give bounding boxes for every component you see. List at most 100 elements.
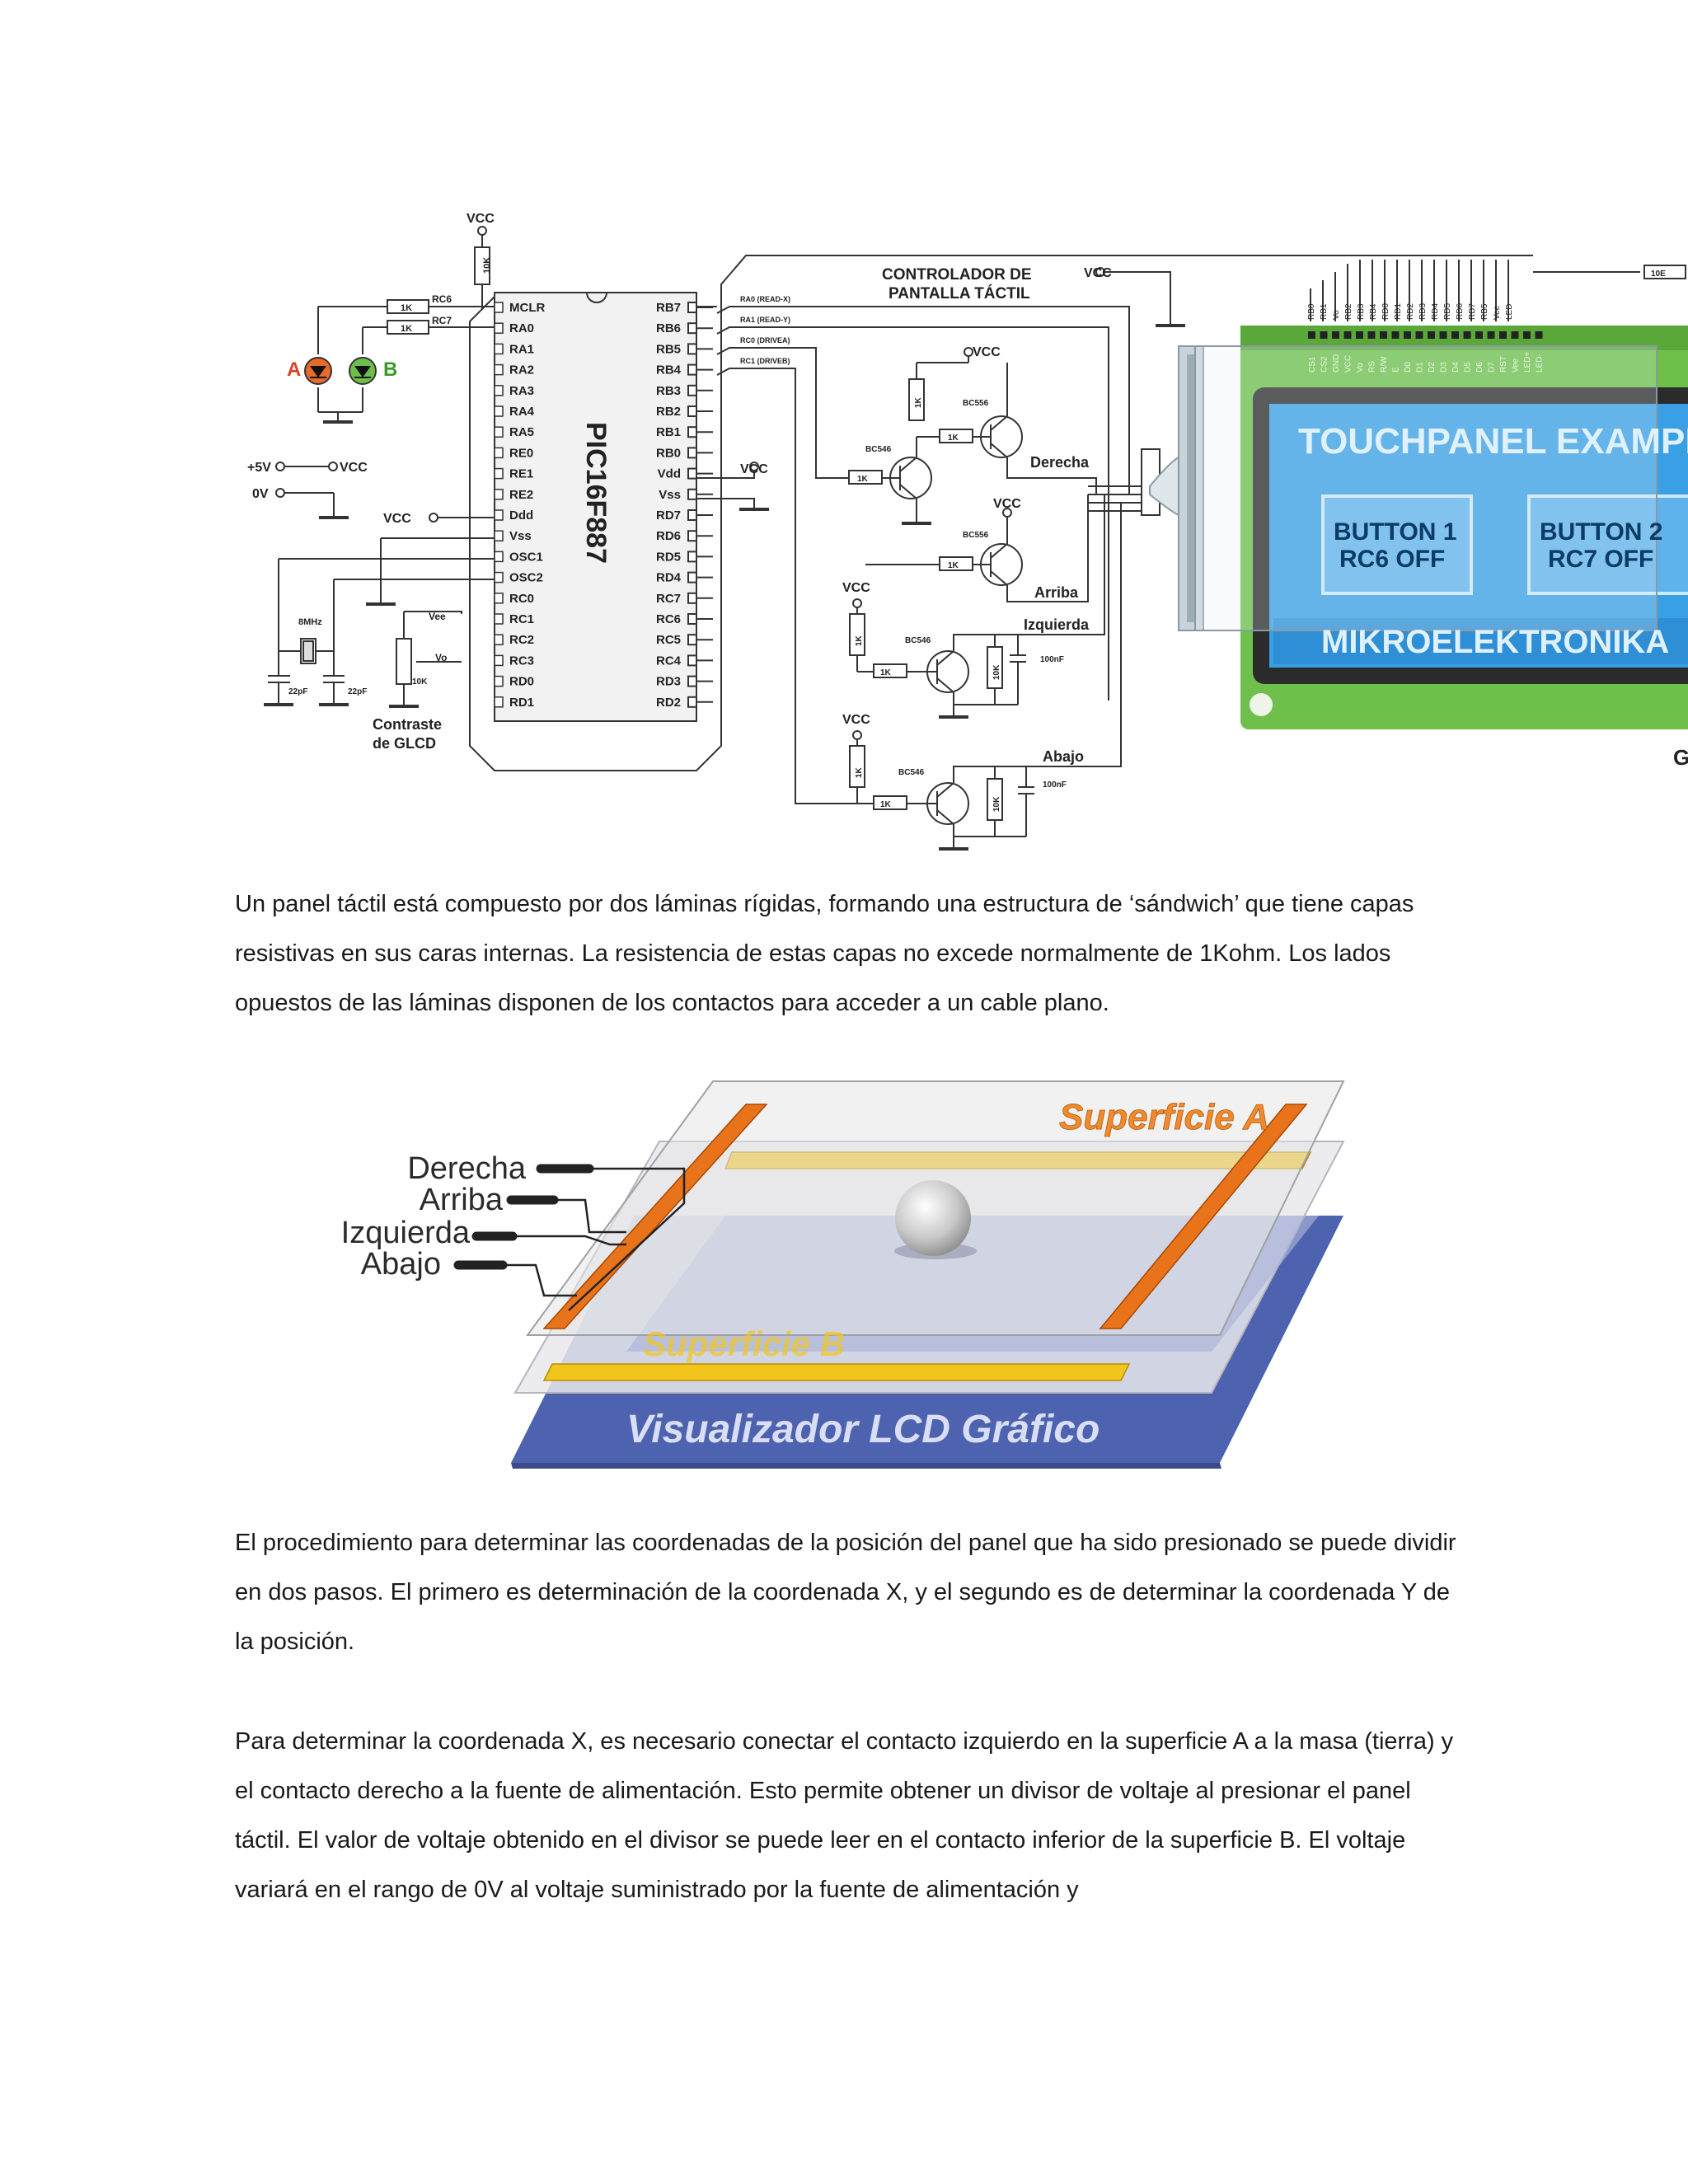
mcu-left-pin-label: RC3 (509, 654, 534, 668)
port-pin-label: RB1 (1320, 303, 1329, 320)
signal-ra1: RA1 (READ-Y) (740, 316, 790, 324)
glcd-pin-label: D3 (1440, 362, 1449, 373)
glcd-pin-label: GND (1332, 354, 1341, 373)
mcu-left-pin-label: RC0 (509, 592, 534, 606)
glcd-header-pin (1451, 331, 1459, 339)
res-q4-10k: 10K (992, 664, 1001, 680)
vcc-label-q5: VCC (842, 713, 870, 727)
mcu-right-pin (687, 384, 697, 396)
glcd-header-pin (1391, 331, 1400, 339)
res-q3-base: 1K (948, 561, 959, 570)
mcu-right-pin-label: RB5 (656, 342, 681, 356)
controller-title-2: PANTALLA TÁCTIL (889, 284, 1030, 302)
arriba-net-label: Arriba (1034, 584, 1079, 601)
cap-100nf-1: 100nF (1040, 655, 1064, 664)
glcd-header-pin (1367, 331, 1376, 339)
glcd-button1-line1: BUTTON 1 (1334, 518, 1456, 546)
mcu-left-pin-label: Vss (509, 529, 532, 543)
glcd-pin-label: RST (1499, 356, 1508, 373)
mcu-left-pin (494, 385, 504, 396)
mcu-left-pin-label: OSC2 (509, 571, 543, 585)
surface-a-left-electrode (542, 1104, 768, 1329)
crystal-label: 8MHz (298, 617, 322, 627)
mcu-right-pin-label: Vss (659, 488, 681, 502)
glcd-header-pin (1415, 331, 1423, 339)
glcd-module (1149, 326, 1688, 729)
glcd-pin-label: LED- (1536, 354, 1545, 373)
led-a-label: A (287, 359, 301, 381)
mcu-right-pin (687, 426, 697, 438)
surface-b-label: Superficie B (643, 1324, 845, 1363)
glcd-pin-label: R/W (1380, 356, 1389, 373)
mcu-left-pin-label: RA3 (509, 384, 534, 398)
mcu-left-pin (494, 613, 504, 625)
paragraph-2: El procedimiento para determinar las coo… (235, 1530, 1456, 1655)
glcd-header-pin (1463, 331, 1471, 339)
res-10e-label: 10E (1651, 269, 1666, 279)
mcu-left-pin (494, 696, 504, 708)
vcc-label-ddd: VCC (383, 512, 411, 526)
mcu-right-pin-label: RB6 (656, 321, 681, 335)
glcd-pin-label: CS2 (1320, 356, 1329, 373)
mcu-right-pin-label: RC7 (656, 592, 681, 606)
mcu-left-pin-label: RA2 (509, 363, 534, 377)
mcu-right-pin (687, 302, 697, 313)
port-pin-label: RD1 (1394, 303, 1403, 320)
port-pin-label: RB0 (1307, 303, 1316, 320)
cap-100nf-2: 100nF (1043, 780, 1067, 790)
mcu-left-pin-label: RC2 (509, 633, 534, 647)
mcu-left-pin (494, 593, 504, 604)
mcu-left-pin (494, 551, 504, 563)
glcd-header-pin (1356, 331, 1363, 339)
mcu-right-pin (687, 613, 697, 625)
zero-v-label: 0V (252, 487, 269, 501)
mcu-right-pin-label: RB3 (656, 384, 681, 398)
mcu-right-pin-label: RC4 (656, 654, 682, 668)
port-pin-label: Vo (1332, 310, 1341, 320)
signal-rc0: RC0 (DRIVEA) (740, 336, 790, 344)
port-pin-label: RB2 (1344, 303, 1353, 320)
contrast-line1: Contraste (373, 716, 442, 733)
mcu-right-pin-label: RB4 (656, 363, 682, 377)
glcd-pin-label: Vee (1512, 358, 1521, 373)
res-q5-10k: 10K (992, 796, 1001, 812)
port-pin-label: RD2 (1406, 303, 1415, 320)
mcu-right-pin (687, 405, 697, 417)
res-q5-pullup: 1K (855, 766, 864, 778)
mcu-left-pin-label: RD1 (509, 696, 534, 710)
glcd-header-pin (1404, 331, 1411, 339)
touch-panel-layers-illustration: Derecha Arriba Izquierda Abajo Superfici… (341, 1080, 1345, 1469)
port-pin-label: RD7 (1468, 303, 1477, 320)
mcu-right-pin (687, 654, 697, 667)
glcd-header-pin (1487, 331, 1495, 339)
glcd-header-pin (1439, 331, 1447, 339)
mcu-left-pin (494, 405, 504, 417)
mcu-left-pin (494, 571, 504, 583)
glcd-pin-label: CS1 (1308, 356, 1317, 373)
signal-ra0: RA0 (READ-X) (740, 295, 790, 303)
derecha-net-label: Derecha (1030, 454, 1090, 471)
glcd-title: TOUCHPANEL EXAMPLE (1298, 421, 1688, 462)
glcd-header-pin (1343, 331, 1352, 339)
mcu-left-pin-label: RE1 (509, 467, 533, 481)
mcu-right-pin (687, 696, 697, 708)
mcu-left-pin (494, 654, 504, 667)
mcu-right-pin (687, 488, 697, 500)
schematic-diagram: VCC 10K A B 1K 1K RC6 RC7 +5V VCC 0V VCC… (247, 212, 1688, 851)
mcu-right-pin-label: RB7 (656, 301, 681, 315)
vcc-label-q3: VCC (993, 497, 1021, 511)
izquierda-net-label: Izquierda (1024, 616, 1090, 633)
mcu-right-pin (687, 675, 697, 687)
mclr-resistor-label: 10K (482, 257, 492, 274)
mcu-right-pin-label: RB0 (656, 446, 681, 460)
bc546-label-4: BC546 (898, 768, 925, 777)
port-pin-label: RB5 (1480, 303, 1489, 320)
lcd-layer-label: Visualizador LCD Gráfico (626, 1408, 1100, 1451)
mcu-left-pin-label: RA5 (509, 425, 534, 439)
cap-22pf-2: 22pF (348, 687, 367, 696)
glcd-header-pin (1511, 331, 1519, 339)
mcu-left-pin (494, 509, 504, 521)
glcd-pin-label: LED+ (1523, 352, 1532, 373)
mcu-name: PIC16F887 (580, 422, 612, 564)
paragraph-3: Para determinar la coordenada X, es nece… (235, 1728, 1454, 1903)
